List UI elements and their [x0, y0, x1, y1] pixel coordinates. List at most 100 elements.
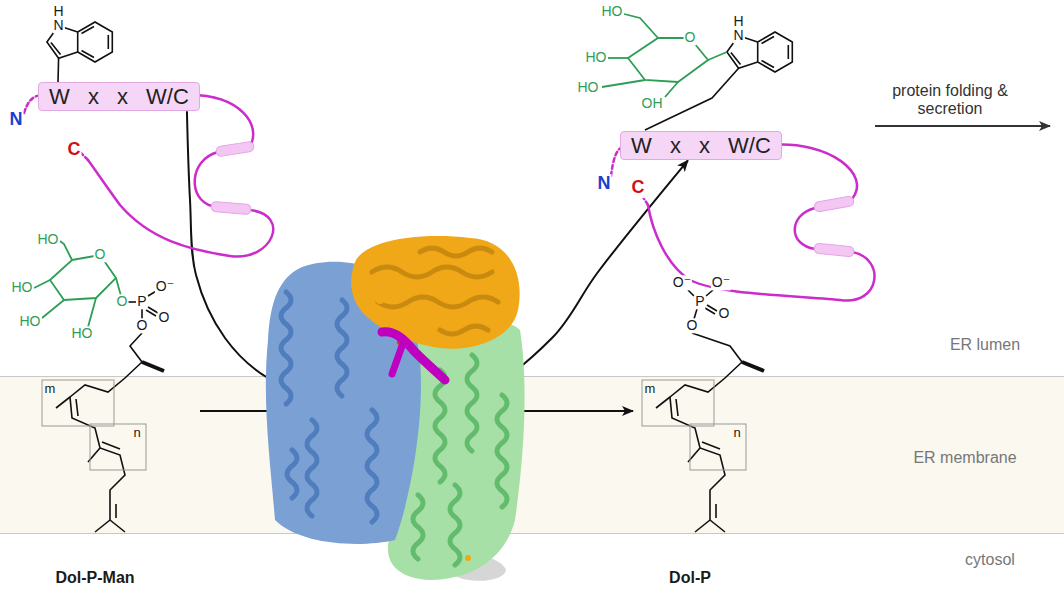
membrane-band — [0, 376, 1064, 377]
phosphate-structure — [128, 290, 158, 319]
protein-density — [307, 420, 317, 516]
repeat-index: n — [732, 426, 741, 440]
peptide-motif-box: W x x W/C — [620, 131, 782, 160]
atom-label: P — [136, 294, 147, 309]
peptide-motif-box: W x x W/C — [38, 82, 200, 111]
atom-label: N — [733, 28, 745, 43]
phosphate-structure — [705, 305, 717, 314]
indole-structure — [758, 32, 793, 72]
structure-name: Dol-P-Man — [54, 569, 135, 587]
sugar-structure — [60, 241, 72, 260]
protein-density — [367, 410, 377, 522]
indole-structure — [57, 58, 59, 82]
atom-label: O — [684, 30, 697, 45]
atom-label: HO — [11, 280, 34, 295]
dolichol-chain — [76, 399, 120, 518]
atom-label: HO — [601, 4, 624, 19]
peptide-chain — [215, 141, 254, 157]
secretion-arrow — [875, 126, 1050, 127]
atom-label: HO — [71, 326, 94, 341]
atom-label: O — [116, 294, 129, 309]
indole-structure — [727, 24, 758, 68]
sugar-structure — [602, 80, 645, 87]
sugar-structure — [665, 82, 678, 97]
dolichol-chain — [742, 362, 764, 371]
repeat-index: m — [644, 382, 657, 396]
phosphate-structure — [146, 307, 158, 316]
terminus-label: N — [9, 110, 24, 130]
phosphate-structure — [128, 301, 136, 303]
peptide-chain — [211, 201, 252, 214]
protein-density — [376, 296, 384, 304]
atom-label: HO — [19, 314, 42, 329]
protein-density — [382, 332, 445, 380]
atom-label: O — [136, 318, 149, 333]
protein-density — [413, 495, 423, 559]
protein-density — [465, 555, 471, 561]
peptide-chain — [88, 160, 273, 257]
atom-label: HO — [37, 232, 60, 247]
atom-label: P — [694, 294, 705, 309]
atom-label: N — [53, 18, 65, 33]
dolichol-chain — [690, 424, 746, 470]
phosphate-structure — [688, 290, 717, 319]
atom-label: O⁻ — [672, 275, 692, 290]
atom-label: O⁻ — [711, 275, 731, 290]
protein-density — [497, 395, 507, 507]
dolichol-chain — [676, 399, 720, 518]
dolichol-chain — [642, 333, 764, 532]
peptide-chain — [648, 205, 874, 301]
compartment-label: ER lumen — [949, 336, 1021, 354]
motif-text: W x x W/C — [631, 133, 771, 158]
protein-density — [450, 485, 460, 565]
terminus-label: C — [67, 140, 82, 160]
protein-density — [266, 236, 525, 581]
indole-structure — [82, 27, 109, 58]
atom-label: HO — [577, 80, 600, 95]
sugar-structure — [34, 241, 121, 327]
terminus-label: N — [597, 174, 612, 194]
bond-line — [708, 52, 727, 60]
indole-structure — [78, 22, 113, 62]
dolichol-chain — [42, 380, 114, 426]
sugar-structure — [88, 298, 96, 327]
motif-text: W x x W/C — [49, 84, 189, 109]
protein-density — [372, 267, 492, 277]
peptide-chain — [795, 208, 815, 249]
protein-density — [467, 355, 477, 451]
sugar-structure — [602, 14, 708, 97]
peptide-chain — [814, 243, 855, 257]
sugar-structure — [116, 278, 121, 296]
compartment-label: cytosol — [964, 551, 1016, 569]
sugar-structure — [608, 57, 628, 59]
sugar-structure — [42, 300, 64, 318]
indole-structure — [47, 14, 78, 58]
dolichol-chain — [90, 424, 146, 470]
protein-density — [287, 450, 297, 498]
protein-density — [440, 326, 488, 334]
protein-density — [435, 370, 445, 482]
atom-label: O — [686, 318, 699, 333]
peptide-chain — [24, 95, 273, 257]
dolichol-chain — [142, 362, 164, 371]
atom-label: HO — [585, 50, 608, 65]
protein-density — [392, 346, 402, 374]
sugar-structure — [34, 280, 50, 288]
peptide-chain — [195, 152, 218, 206]
protein-density — [281, 248, 507, 565]
protein-density — [351, 236, 520, 349]
dolichol-chain — [42, 333, 164, 532]
repeat-index: m — [44, 382, 57, 396]
process-label: protein folding & secretion — [890, 82, 1010, 117]
indole-structure — [762, 37, 789, 68]
atom-label: O⁻ — [155, 279, 175, 294]
peptide-chain — [813, 196, 854, 213]
bond-line — [645, 52, 739, 130]
terminus-label: C — [631, 178, 646, 198]
protein-density — [420, 248, 492, 256]
atom-label: O — [158, 310, 171, 325]
peptide-chain — [643, 197, 648, 205]
indole-structure — [47, 14, 112, 82]
